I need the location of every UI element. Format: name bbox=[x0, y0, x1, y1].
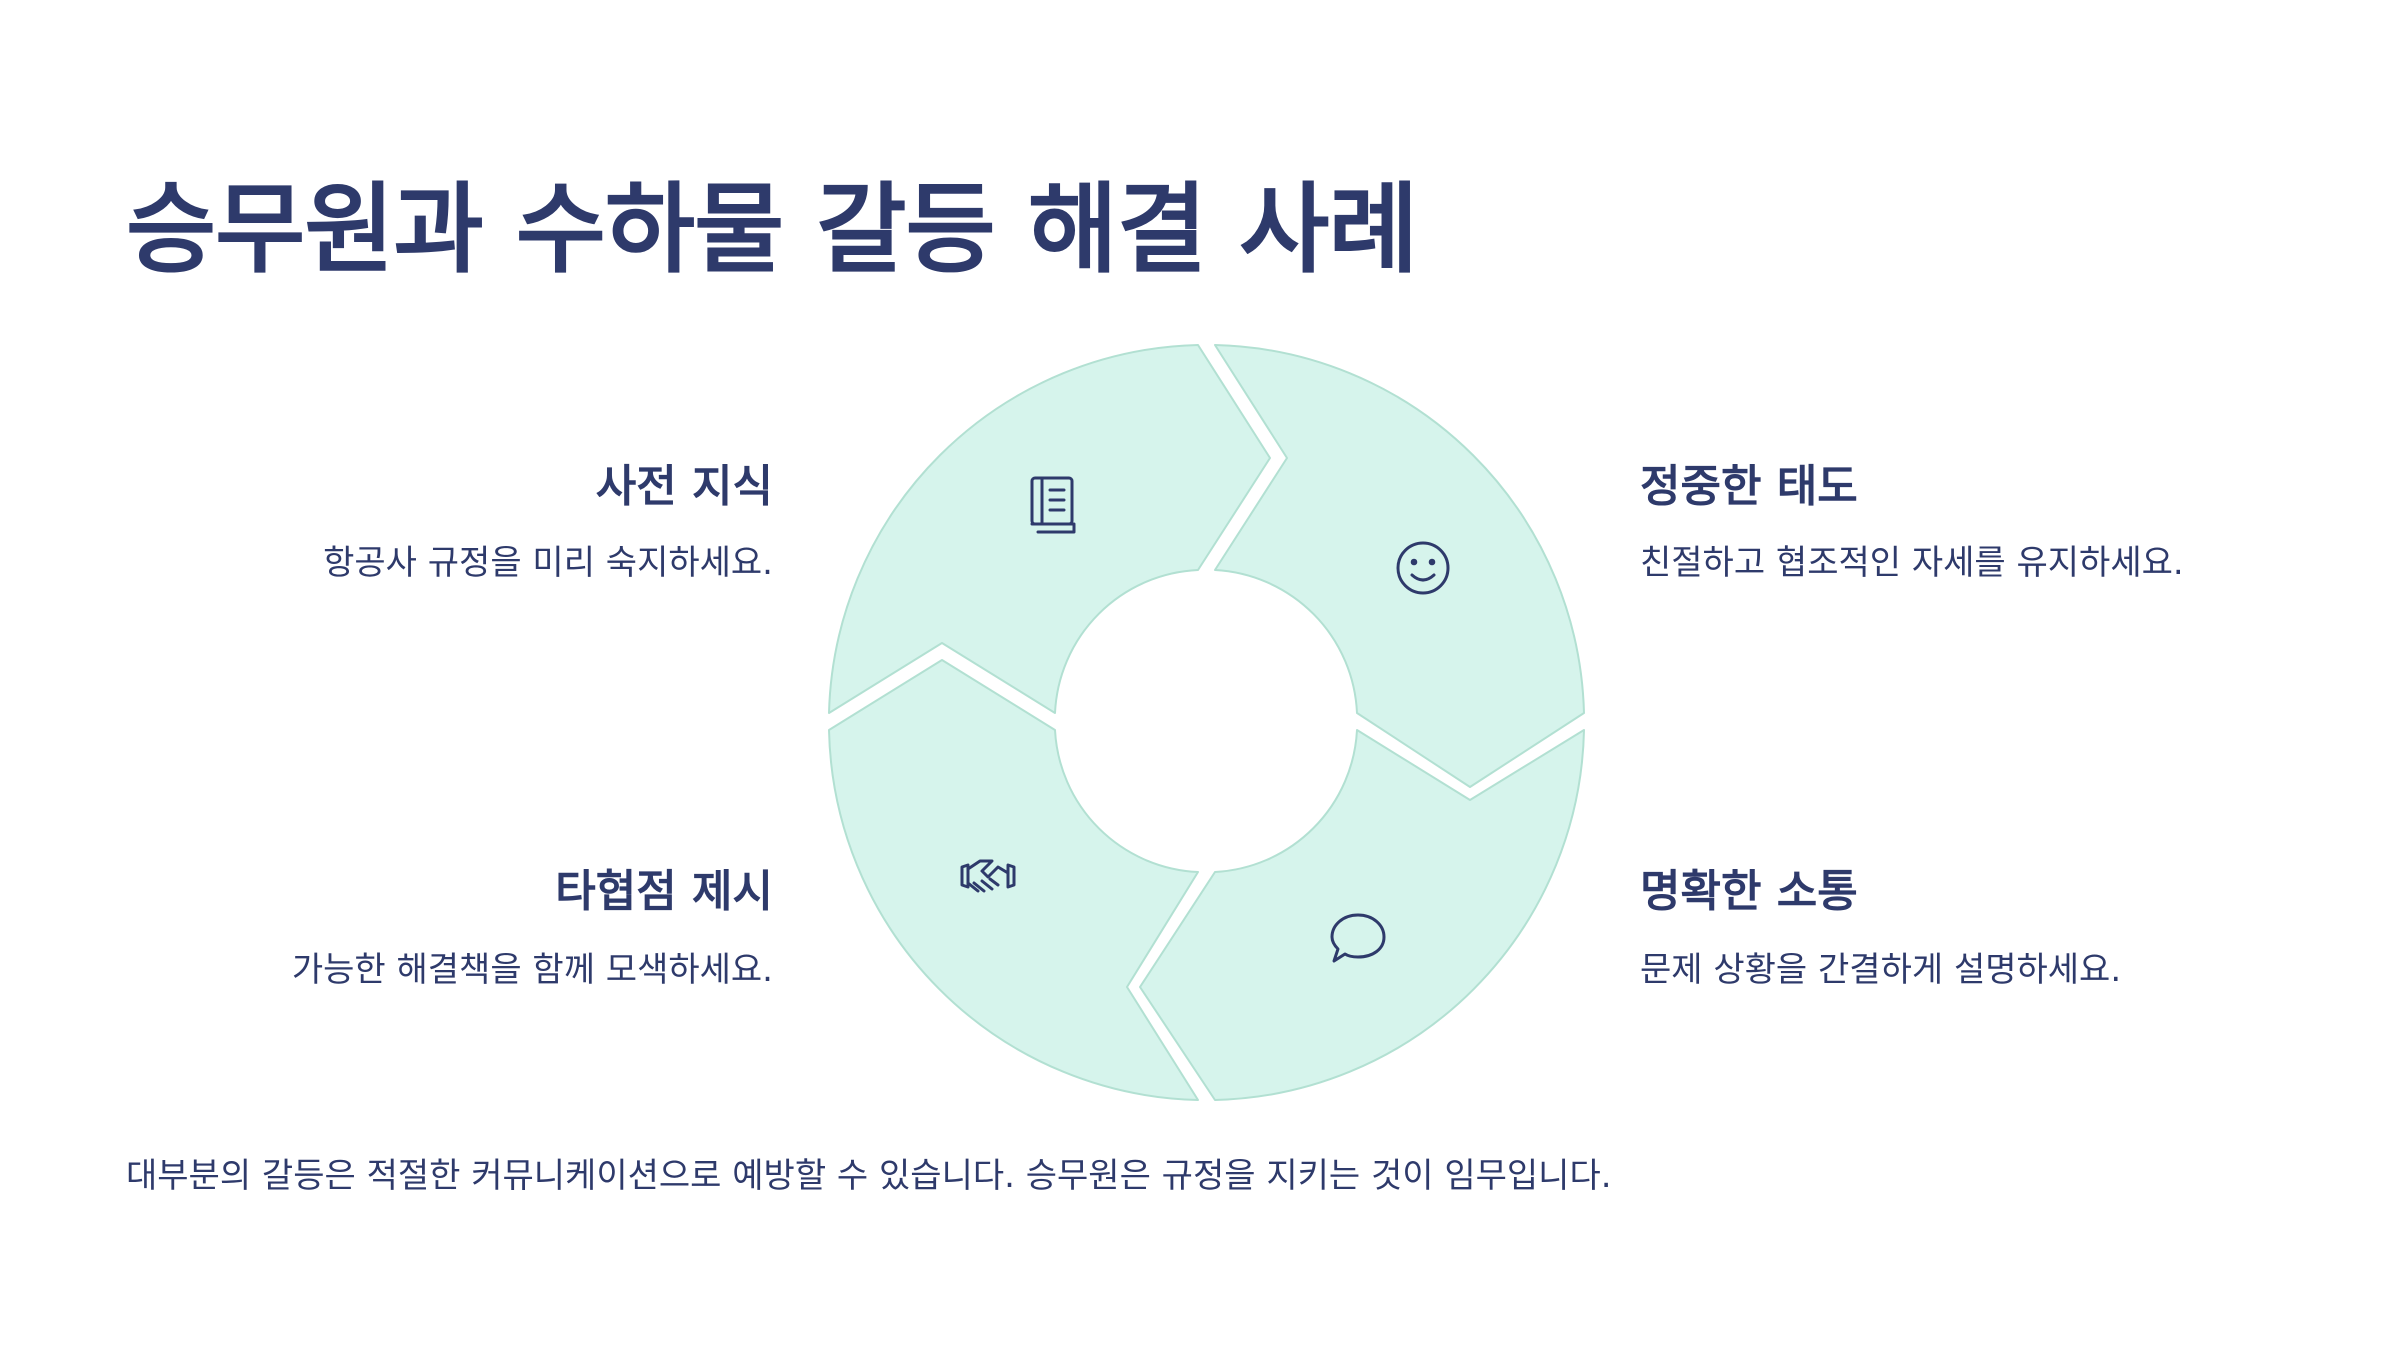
footer-note: 대부분의 갈등은 적절한 커뮤니케이션으로 예방할 수 있습니다. 승무원은 규… bbox=[126, 1156, 1612, 1196]
item-desc-knowledge: 항공사 규정을 미리 숙지하세요. bbox=[323, 543, 773, 583]
smile-icon bbox=[1396, 541, 1450, 595]
page-title: 승무원과 수하물 갈등 해결 사례 bbox=[126, 173, 1419, 287]
item-title-knowledge: 사전 지식 bbox=[595, 461, 773, 512]
book-icon bbox=[1030, 476, 1076, 534]
segment-knowledge bbox=[828, 344, 1271, 714]
handshake-icon bbox=[960, 859, 1016, 893]
item-desc-communication: 문제 상황을 간결하게 설명하세요. bbox=[1640, 950, 2122, 990]
item-title-attitude: 정중한 태도 bbox=[1640, 461, 1858, 512]
speech-bubble-icon bbox=[1330, 913, 1386, 963]
item-title-compromise: 타협점 제시 bbox=[555, 866, 773, 917]
item-desc-compromise: 가능한 해결책을 함께 모색하세요. bbox=[291, 950, 773, 990]
item-title-communication: 명확한 소통 bbox=[1640, 866, 1858, 917]
item-desc-attitude: 친절하고 협조적인 자세를 유지하세요. bbox=[1640, 543, 2184, 583]
